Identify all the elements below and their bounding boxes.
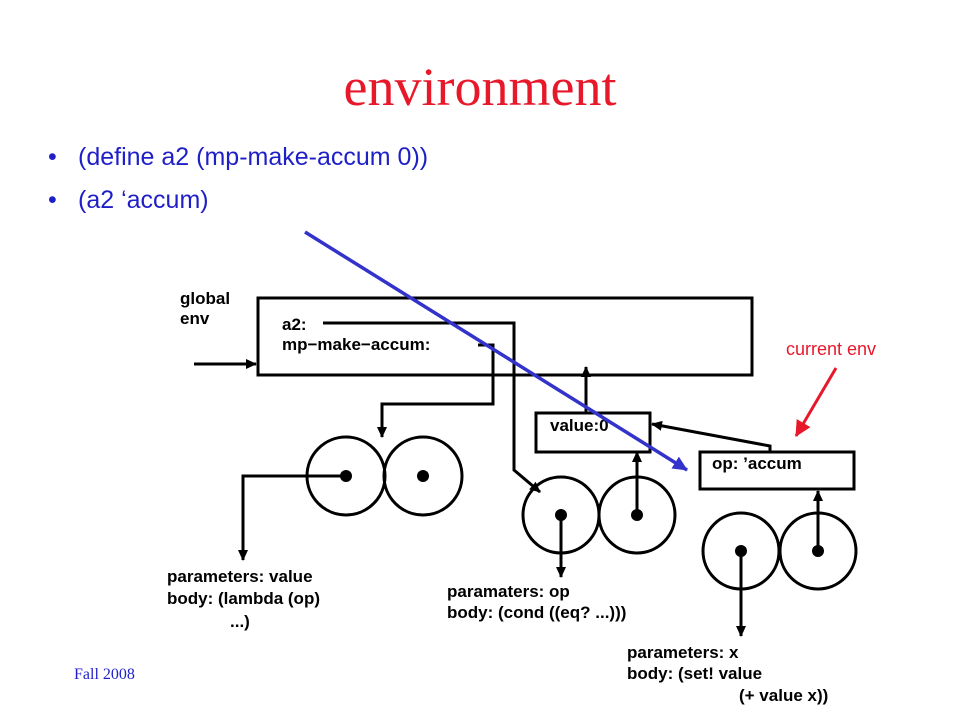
procedure3-body: (+ value x)) bbox=[739, 686, 828, 705]
procedure1-body: ...) bbox=[230, 612, 250, 631]
pointer-arrow bbox=[323, 321, 541, 494]
procedure2-parameters: paramaters: op bbox=[447, 582, 570, 601]
blue-pointer-arrow bbox=[304, 230, 688, 472]
bullet-text: (define a2 (mp-make-accum 0)) bbox=[78, 143, 429, 171]
binding-op: op: ’accum bbox=[712, 454, 802, 473]
procedure-env-circle bbox=[382, 435, 464, 517]
current-env-label: current env bbox=[786, 339, 876, 359]
bullet-item: • (define a2 (mp-make-accum 0)) bbox=[48, 143, 428, 172]
global-frame bbox=[256, 296, 754, 377]
pointer-arrow bbox=[377, 343, 495, 438]
bullet-marker: • bbox=[48, 186, 57, 214]
binding-mp-make-accum: mp−make−accum: bbox=[282, 335, 430, 354]
bullet-marker: • bbox=[48, 143, 57, 171]
global-env-label: global bbox=[180, 289, 230, 308]
binding-a2: a2: bbox=[282, 315, 307, 334]
procedure3-parameters: parameters: x bbox=[627, 643, 739, 662]
slide-title: environment bbox=[343, 57, 617, 117]
bullet-text: (a2 ‘accum) bbox=[78, 186, 209, 214]
procedure1-body: body: (lambda (op) bbox=[167, 589, 320, 608]
current-env-arrow bbox=[794, 367, 838, 437]
frame-parent-arrow bbox=[651, 420, 772, 452]
binding-value: value:0 bbox=[550, 416, 609, 435]
bullet-list: • (define a2 (mp-make-accum 0)) • (a2 ‘acc… bbox=[48, 143, 428, 229]
global-env-label: env bbox=[180, 309, 210, 328]
procedure2-body: body: (cond ((eq? ...))) bbox=[447, 603, 626, 622]
procedure3-body: body: (set! value bbox=[627, 664, 762, 683]
footer-text: Fall 2008 bbox=[74, 666, 135, 683]
pointer-arrow bbox=[238, 474, 346, 561]
pointer-dot bbox=[417, 470, 429, 482]
frame-op bbox=[698, 450, 856, 491]
procedure1-parameters: parameters: value bbox=[167, 567, 313, 586]
bullet-item: • (a2 ‘accum) bbox=[48, 186, 428, 215]
